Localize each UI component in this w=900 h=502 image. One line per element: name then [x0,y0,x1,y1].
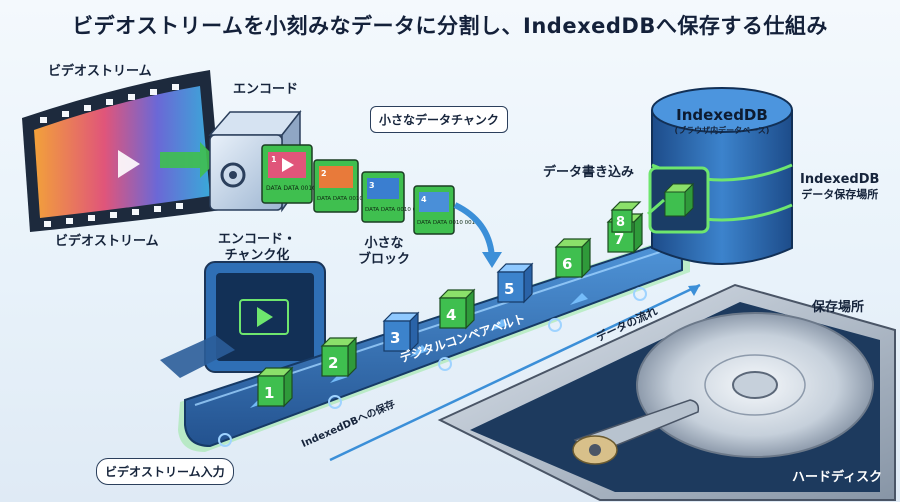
page-title: ビデオストリームを小刻みなデータに分割し、IndexedDBへ保存する仕組み [72,14,828,38]
chunk-card-1: 1 DATA DATA 0010 0010 [261,144,333,204]
label-db-store-line2: データ保存場所 [801,188,879,202]
encoder-box [208,109,302,213]
block-number: 4 [446,306,456,324]
chunk-card-text: DATA DATA 0010 0010 [266,185,333,192]
chunk-card-3: 3 DATA DATA 0010 0010 [361,171,427,223]
block-number: 7 [614,230,624,248]
block-number: 2 [328,354,338,372]
db-title: IndexedDB [676,106,768,124]
label-encode-chunk-line2: チャンク化 [224,248,290,264]
label-encode-chunk: エンコード・ チャンク化 [218,232,296,265]
hard-disk [437,283,896,501]
chunk-card-number: 3 [369,181,375,190]
block-number: 6 [562,255,572,273]
label-encode: エンコード [233,82,299,97]
label-hard-disk: ハードディスク [792,470,883,485]
block-number: 8 [616,215,625,230]
callout-small-chunks: 小さなデータチャンク [370,106,508,133]
belt-block-5: 5 [496,262,534,304]
belt-block-4: 4 [438,288,476,330]
chunk-card-number: 2 [321,169,327,178]
label-small-block: 小さな ブロック [358,236,410,269]
chunk-card-4: 4 DATA DATA 0010 0010 [413,185,479,235]
label-storage-location: 保存場所 [812,300,865,315]
label-db-store-line1: IndexedDB [800,172,880,187]
chunk-card-2: 2 DATA DATA 0010 0010 [313,159,379,213]
label-video-stream-top: ビデオストリーム [48,64,152,79]
film-strip [22,70,222,232]
label-db-store: IndexedDB データ保存場所 [800,172,879,202]
belt-block-3: 3 [382,311,420,353]
label-data-write: データ書き込み [543,165,635,180]
chunk-card-number: 4 [421,195,427,204]
belt-block-2: 2 [320,336,358,378]
monitor [204,261,326,373]
chunk-card-text: DATA DATA 0010 0010 [417,220,479,226]
belt-block-1: 1 [256,366,294,408]
belt-block-6: 6 [554,237,592,279]
label-encode-chunk-line1: エンコード・ [218,232,297,247]
callout-stream-input: ビデオストリーム入力 [96,458,234,485]
label-small-block-line1: 小さな [364,236,404,251]
block-number: 5 [504,280,514,298]
block-number: 3 [390,329,400,347]
db-subtitle: (ブラウザ内データベース) [674,126,770,135]
chunk-card-text: DATA DATA 0010 0010 [317,196,379,202]
chunk-card-text: DATA DATA 0010 0010 [365,207,427,213]
block-number: 1 [264,384,274,402]
label-small-block-line2: ブロック [358,252,411,268]
indexeddb-cylinder [648,87,793,265]
label-video-stream-bottom: ビデオストリーム [55,234,159,249]
belt-block-8: 8 [610,201,642,233]
chunk-card-number: 1 [271,155,277,164]
